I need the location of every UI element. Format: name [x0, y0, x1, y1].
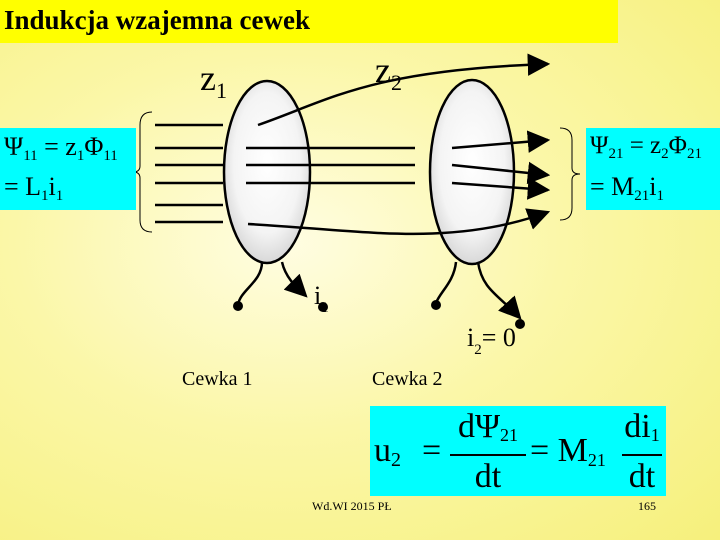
flux-lines-middle: [246, 146, 415, 185]
phi-symbol: Φ: [668, 132, 687, 159]
z1-sub: 1: [216, 78, 227, 103]
fraction-1: dΨ21 dt: [450, 408, 526, 498]
i1-label: i: [314, 281, 321, 310]
psi-symbol: Ψ: [4, 132, 24, 161]
svg-text:i1: i1: [314, 281, 329, 316]
svg-text:z1: z1: [200, 58, 227, 103]
i2-sub: 2: [474, 342, 482, 358]
i2-value: = 0: [482, 323, 516, 352]
phi-symbol: Φ: [84, 132, 104, 161]
svg-text:z2: z2: [375, 50, 402, 95]
z2-label: z: [375, 50, 391, 90]
coil-1-terminal-b: [318, 302, 328, 312]
z2-sub: 2: [391, 70, 402, 95]
svg-text:i2= 0: i2= 0: [467, 323, 516, 358]
flux-linkage-formula-coil-2: Ψ21 = z2Φ21 = M21i1: [586, 128, 720, 210]
coil-2-terminal-b: [515, 319, 525, 329]
slide-title: Indukcja wzajemna cewek: [4, 5, 310, 35]
coil-2-shape: [428, 78, 516, 266]
induced-voltage-formula: u2 = dΨ21 dt = M21 di1 dt: [370, 406, 666, 496]
i1-sub: 1: [321, 300, 329, 316]
footer-text: Wd.WI 2015 PŁ: [312, 499, 392, 513]
coil-1-terminal-a: [233, 301, 243, 311]
flux-arrows: [247, 53, 551, 236]
coil-2-leads: [434, 261, 522, 320]
z1-label: z: [200, 58, 216, 98]
right-brace: [559, 127, 581, 221]
coil-2-terminal-a: [431, 300, 441, 310]
coil-1-shape: [222, 79, 312, 265]
title-bar: Indukcja wzajemna cewek: [0, 0, 618, 43]
fraction-2: di1 dt: [622, 408, 662, 498]
coil-1-leads: [236, 261, 308, 306]
coil-1-label: Cewka 1: [182, 368, 253, 390]
page-number: 165: [638, 499, 656, 513]
coil-2-label: Cewka 2: [372, 368, 443, 390]
flux-linkage-formula-coil-1: Ψ11 = z1Φ11 = L1i1: [0, 128, 136, 210]
flux-lines-left: [155, 123, 223, 224]
i2-label: i: [467, 323, 474, 352]
psi-symbol: Ψ: [590, 132, 609, 159]
